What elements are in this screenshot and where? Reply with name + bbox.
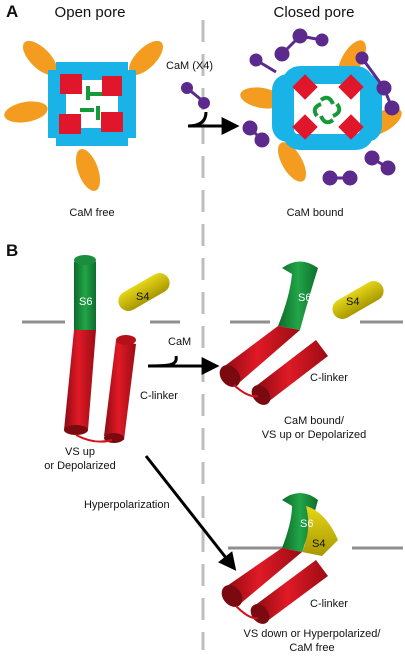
pore-gate-green <box>80 108 94 112</box>
subunit-red <box>292 74 318 100</box>
pore-gate-green-swirl <box>319 115 335 125</box>
subunit-red <box>60 74 82 94</box>
cam-orange-lobe <box>75 149 101 191</box>
cam-bound-caption-1: CaM bound/ <box>284 415 344 427</box>
pore-gate-green-swirl <box>312 102 322 118</box>
cam-label: CaM <box>168 336 192 348</box>
panel-label-b: B <box>6 241 19 260</box>
channel-cam-bound <box>219 261 384 405</box>
clinker-label: C-linker <box>310 598 348 610</box>
cam-x4-label: CaM (X4) <box>166 60 214 72</box>
s4-helix-yellow <box>332 281 384 319</box>
s6-helix-red <box>222 326 300 382</box>
s4-label: S4 <box>346 296 360 308</box>
bound-cam-purple <box>242 28 400 186</box>
s6-label: S6 <box>298 292 312 304</box>
open-pore-title: Open pore <box>54 4 126 21</box>
cam-orange-lobe <box>22 40 58 76</box>
cam-binding-arrow <box>147 355 220 375</box>
hyperpolarization-arrow <box>144 455 237 571</box>
panel-label-a: A <box>6 2 19 21</box>
subunit-red <box>101 112 123 132</box>
s6-helix-red <box>64 330 96 430</box>
vs-up-caption-1: VS up <box>65 446 95 458</box>
subunit-red <box>59 114 81 134</box>
pore-gate-green-swirl <box>332 102 342 118</box>
cam-reagent-glyph <box>181 82 210 109</box>
membrane-lines <box>22 320 403 550</box>
s6-label: S6 <box>79 296 93 308</box>
clinker-helix-red <box>104 340 136 440</box>
cam-free-caption: CaM free <box>69 207 115 219</box>
cam-orange-lobe <box>128 40 164 76</box>
clinker-helix-red <box>256 340 328 402</box>
closed-pore-channel <box>240 28 402 186</box>
s6-helix-green <box>74 256 96 330</box>
cam-bound-caption-2: VS up or Depolarized <box>261 429 367 441</box>
vs-up-caption-2: or Depolarized <box>44 460 116 472</box>
pore-gate-green <box>88 92 102 96</box>
s4-helix-yellow <box>118 273 170 311</box>
s4-helix-yellow <box>302 506 338 556</box>
channel-hyperpolarized <box>221 493 338 624</box>
binding-arrow <box>187 111 240 135</box>
hyperpolarized-caption-1: VS down or Hyperpolarized/ <box>243 628 381 640</box>
pore-gate-green-swirl <box>319 95 335 105</box>
pore-gate-green <box>96 106 100 120</box>
hyperpolarization-label: Hyperpolarization <box>84 499 170 511</box>
subunit-red <box>292 114 318 140</box>
clinker-label: C-linker <box>310 372 348 384</box>
s6-helix-red <box>224 548 302 604</box>
s6-label: S6 <box>300 518 314 530</box>
subunit-red <box>102 76 122 96</box>
closed-pore-title: Closed pore <box>273 4 355 21</box>
cam-bound-caption: CaM bound <box>286 207 344 219</box>
s4-label: S4 <box>136 291 150 303</box>
clinker-label: C-linker <box>140 390 178 402</box>
open-pore-channel <box>4 40 164 191</box>
subunit-red <box>338 114 364 140</box>
channel-depolarized <box>64 255 170 443</box>
s6-helix-green <box>278 261 318 330</box>
hyperpolarized-caption-2: CaM free <box>289 642 335 654</box>
clinker-helix-red <box>254 560 328 622</box>
cam-orange-lobe <box>4 101 48 123</box>
subunit-red <box>338 74 364 100</box>
cam-orange-lobe <box>278 142 306 182</box>
s4-label: S4 <box>312 538 326 550</box>
